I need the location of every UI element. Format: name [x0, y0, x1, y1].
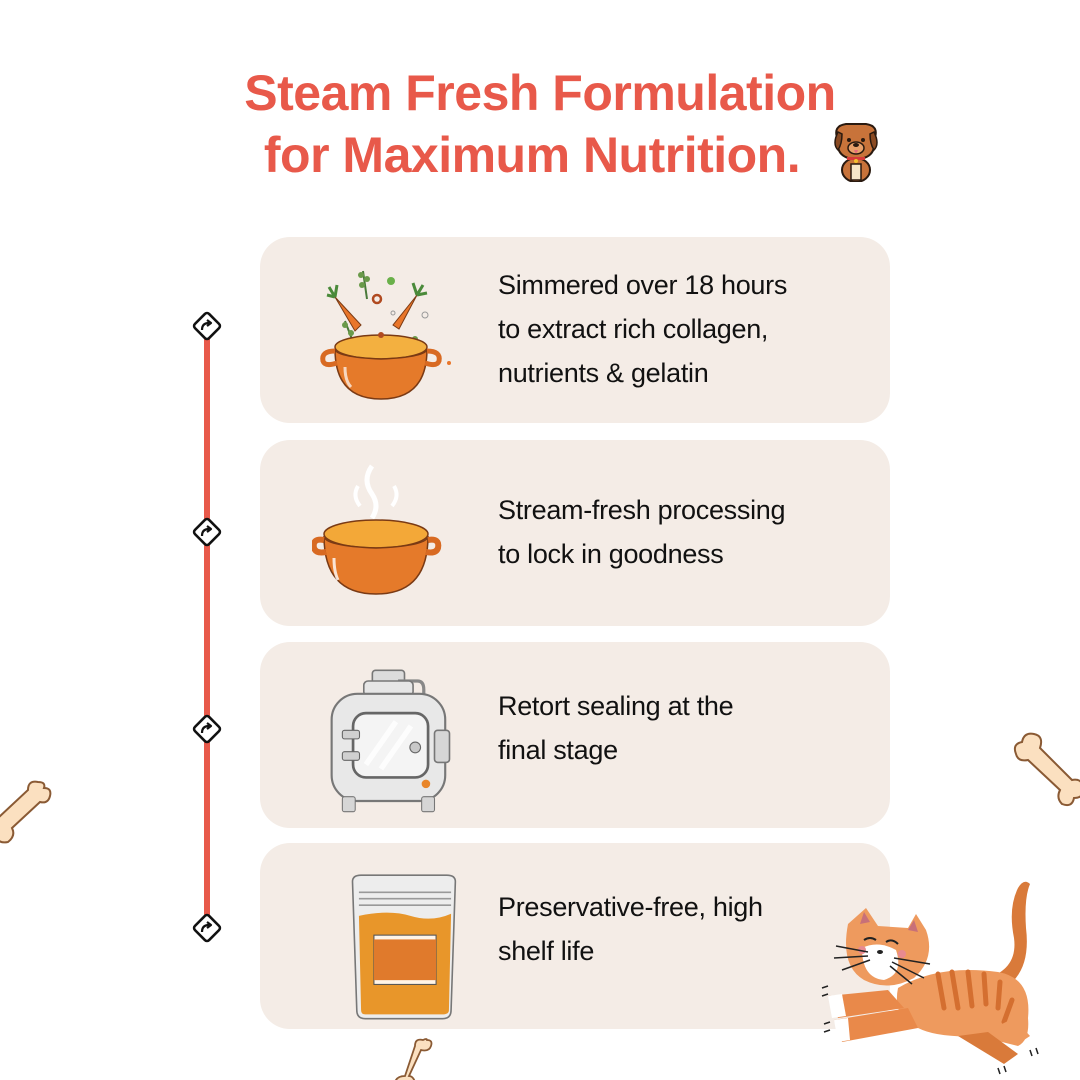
turn-right-sign-icon — [192, 913, 222, 943]
steaming-pot-icon — [312, 464, 442, 595]
pouch-bag-icon — [351, 874, 457, 1020]
bone-icon — [1013, 732, 1080, 807]
dog-icon — [834, 123, 878, 182]
step-line: to extract rich collagen, — [498, 314, 769, 344]
step-line: nutrients & gelatin — [498, 358, 709, 388]
timeline-line — [204, 326, 210, 928]
step-text-2: Stream-fresh processing to lock in goodn… — [498, 488, 870, 576]
step-card-3: Retort sealing at the final stage — [260, 642, 890, 828]
step-line: Stream-fresh processing — [498, 495, 786, 525]
title-line-2: for Maximum Nutrition. — [263, 127, 801, 183]
turn-right-sign-icon — [192, 517, 222, 547]
step-text-1: Simmered over 18 hours to extract rich c… — [498, 263, 870, 395]
step-card-1: Simmered over 18 hours to extract rich c… — [260, 237, 890, 423]
step-line: final stage — [498, 735, 618, 765]
turn-right-sign-icon — [192, 311, 222, 341]
step-line: Preservative-free, high — [498, 892, 763, 922]
bone-icon — [0, 780, 52, 844]
soup-pot-with-carrots-icon — [320, 270, 451, 400]
bone-icon — [394, 1038, 433, 1080]
step-line: to lock in goodness — [498, 539, 724, 569]
step-line: Simmered over 18 hours — [498, 270, 788, 300]
page-title: Steam Fresh Formulation for Maximum Nutr… — [0, 62, 1080, 186]
step-line: shelf life — [498, 936, 595, 966]
retort-machine-icon — [330, 669, 451, 813]
step-text-4: Preservative-free, high shelf life — [498, 885, 870, 973]
title-line-1: Steam Fresh Formulation — [244, 65, 836, 121]
step-card-2: Stream-fresh processing to lock in goodn… — [260, 440, 890, 626]
step-text-3: Retort sealing at the final stage — [498, 684, 870, 772]
step-line: Retort sealing at the — [498, 691, 734, 721]
step-card-4: Preservative-free, high shelf life — [260, 843, 890, 1029]
turn-right-sign-icon — [192, 714, 222, 744]
running-cat-icon — [821, 881, 1039, 1075]
